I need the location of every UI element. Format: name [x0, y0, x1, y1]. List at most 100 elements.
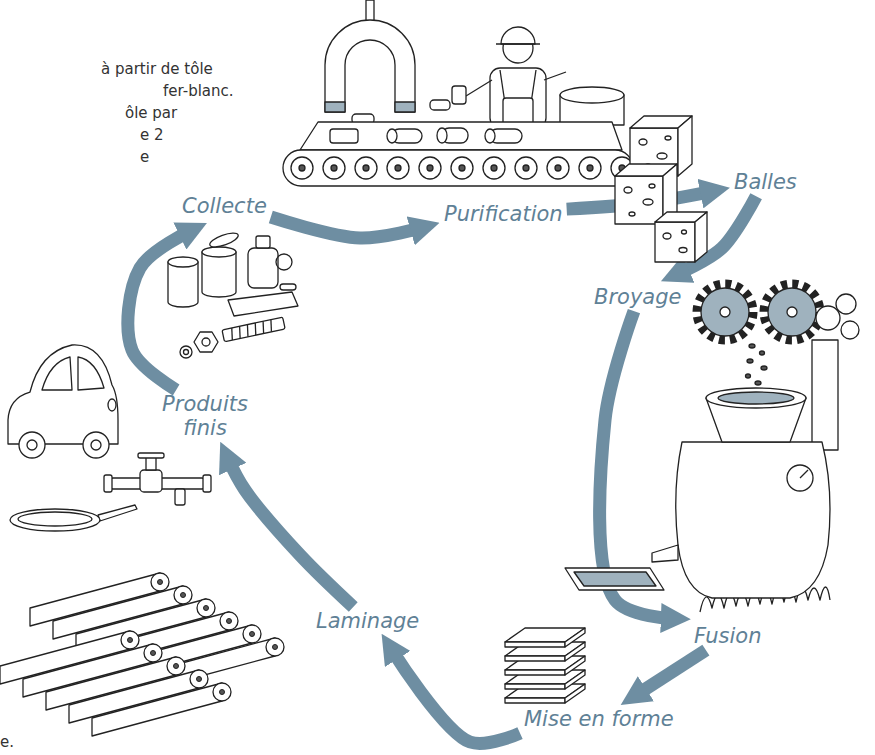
chimney — [841, 321, 859, 339]
collected-scrap — [202, 252, 236, 297]
scrap-bales — [678, 116, 692, 176]
worker — [466, 80, 492, 96]
scrap-bales — [695, 212, 707, 262]
scrap-items — [330, 129, 358, 143]
chimney — [836, 294, 856, 314]
car — [42, 357, 72, 390]
collected-scrap — [168, 257, 198, 267]
frying-pan — [98, 505, 137, 521]
chimney — [816, 306, 840, 330]
worker — [501, 27, 535, 44]
collected-scrap — [168, 230, 298, 358]
stage-name: Produits finis — [149, 392, 261, 440]
rolling-mill — [0, 573, 284, 736]
worker — [452, 86, 466, 104]
stage-label: Broyage — [590, 283, 685, 311]
collected-scrap — [184, 350, 189, 355]
conveyor-belt — [283, 150, 633, 186]
scrap-bales — [624, 187, 632, 193]
conveyor-belt — [331, 165, 337, 171]
steel-plates — [505, 656, 565, 661]
bolt — [238, 326, 242, 338]
shredder-gears — [697, 284, 820, 340]
cycle-arrow — [228, 458, 354, 607]
worker — [430, 27, 566, 128]
scrap-bales — [665, 136, 671, 140]
shredded-scrap — [761, 366, 767, 370]
shredded-scrap — [747, 359, 753, 363]
text-fragment: ôle par — [125, 104, 177, 122]
conveyor-belt — [355, 157, 377, 179]
stage-label: Mise en forme — [520, 705, 678, 733]
stage-label: Laminage — [312, 607, 423, 635]
shredded-scrap — [760, 351, 765, 355]
conveyor-belt — [387, 157, 409, 179]
shredder-gears — [697, 284, 753, 340]
stage-name: Balles — [734, 170, 797, 194]
furnace — [676, 442, 830, 598]
furnace — [652, 545, 678, 562]
scrap-bales — [643, 199, 653, 205]
car — [19, 432, 45, 458]
car — [8, 345, 118, 444]
chimney — [812, 340, 838, 450]
furnace — [787, 465, 813, 491]
conveyor-belt — [483, 157, 505, 179]
scrap-bales — [639, 139, 647, 145]
shredder-gears — [720, 307, 730, 317]
scrap-bales — [682, 230, 687, 234]
car — [83, 432, 109, 458]
scrap-items — [485, 129, 495, 143]
stage-name: Broyage — [594, 285, 681, 309]
faucet — [104, 453, 211, 505]
conveyor-belt — [427, 165, 433, 171]
collected-scrap — [180, 346, 192, 358]
conveyor-belt — [579, 157, 601, 179]
shredder-gears — [764, 284, 820, 340]
bolt — [222, 317, 285, 342]
collected-scrap — [276, 254, 292, 270]
shredded-scrap — [746, 344, 768, 394]
bolt — [253, 323, 257, 335]
stage-name: Mise en forme — [524, 707, 674, 731]
bolt — [261, 321, 265, 333]
cycle-arrow — [391, 649, 520, 744]
conveyor-belt — [419, 157, 441, 179]
car — [91, 440, 101, 450]
worker — [490, 68, 546, 128]
stage-label: Balles — [730, 168, 801, 196]
cycle-arrow — [128, 231, 191, 390]
conveyor-belt — [515, 157, 537, 179]
conveyor-belt — [323, 157, 345, 179]
conveyor-belt — [523, 165, 529, 171]
conveyor-belt — [451, 157, 473, 179]
furnace — [706, 388, 806, 408]
bolt — [245, 325, 249, 337]
ingot-tray — [565, 568, 664, 590]
collected-scrap — [202, 338, 210, 346]
faucet — [104, 475, 112, 492]
scrap-bales — [679, 248, 687, 253]
magnet — [395, 102, 415, 112]
collected-scrap — [280, 284, 296, 290]
furnace — [800, 470, 808, 478]
scrap-items — [330, 128, 522, 143]
conveyor-belt — [491, 165, 497, 171]
conveyor-belt — [459, 165, 465, 171]
ingot-tray — [565, 568, 664, 590]
ingot-tray — [574, 572, 656, 586]
conveyor-belt — [299, 165, 305, 171]
faucet — [203, 475, 211, 492]
cycle-arrow — [636, 650, 706, 695]
conveyor-belt — [547, 157, 569, 179]
shredder-gears — [787, 307, 797, 317]
faucet — [175, 489, 185, 505]
text-fragment: fer-blanc. — [163, 82, 234, 100]
collected-scrap — [256, 236, 270, 248]
magnet — [366, 0, 374, 22]
conveyor-belt — [291, 157, 313, 179]
bolt — [222, 317, 285, 342]
worker — [496, 43, 540, 44]
